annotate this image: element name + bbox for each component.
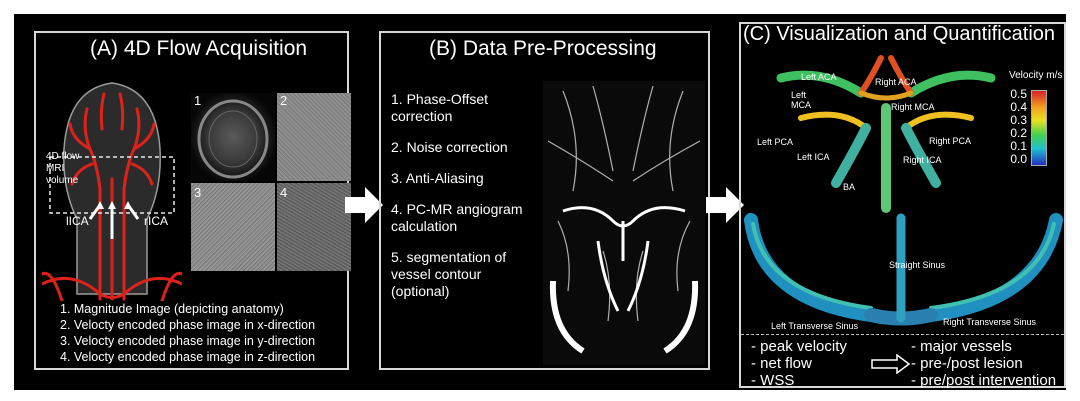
- panel-c: (C) Visualization and Quantification Vel…: [739, 22, 1066, 389]
- volume-label-line: MRI: [46, 163, 65, 174]
- list-item: 3. Velocty encoded phase image in y-dire…: [60, 334, 316, 348]
- label-left-transverse-sinus: Left Transverse Sinus: [771, 321, 859, 331]
- legend-tick: 0.4: [1010, 100, 1027, 114]
- legend-tick: 0.3: [1010, 113, 1027, 127]
- processing-steps: 1. Phase-Offset correction 2. Noise corr…: [391, 91, 523, 314]
- label-left-ica: Left ICA: [797, 152, 830, 162]
- step-line: 3. Anti-Aliasing: [391, 170, 484, 186]
- step-line: calculation: [391, 218, 458, 234]
- step-line: 2. Noise correction: [391, 139, 508, 155]
- label-right-pca: Right PCA: [929, 136, 972, 146]
- metric-item: - WSS: [751, 372, 795, 389]
- target-item: - pre-/post lesion: [911, 355, 1023, 372]
- metric-item: - peak velocity: [751, 338, 847, 355]
- phase-image-z: [277, 183, 351, 271]
- image-list: 1. Magnitude Image (depicting anatomy) 2…: [60, 301, 315, 365]
- panel-b: (B) Data Pre-Processing 1. Phase-Offset …: [379, 31, 710, 370]
- label-line: Left: [791, 90, 807, 100]
- panel-a: (A) 4D Flow Acquisition: [34, 31, 351, 370]
- magnitude-image: [191, 93, 275, 181]
- angiogram-image: [543, 81, 705, 365]
- velocity-colorbar: [1031, 90, 1047, 166]
- left-ica-label: lICA: [66, 214, 89, 228]
- list-item: 2. Velocty encoded phase image in x-dire…: [60, 318, 316, 332]
- sinus-flow-visualization: [744, 213, 1063, 326]
- image-number-2: 2: [280, 93, 288, 108]
- label-ba: BA: [843, 182, 856, 192]
- step-line: vessel contour: [391, 266, 482, 282]
- step-line: 4. PC-MR angiogram: [391, 201, 523, 217]
- step-item: 4. PC-MR angiogram calculation: [391, 201, 523, 235]
- phase-image-x: [277, 93, 351, 181]
- list-item: 4. Velocty encoded phase image in z-dire…: [60, 350, 316, 364]
- legend-tick: 0.5: [1010, 87, 1027, 101]
- head-vessel-illustration: [42, 82, 182, 301]
- step-line: 5. segmentation of: [391, 249, 507, 265]
- step-item: 5. segmentation of vessel contour (optio…: [391, 249, 523, 300]
- image-number-4: 4: [280, 185, 288, 200]
- label-right-transverse-sinus: Right Transverse Sinus: [943, 317, 1037, 327]
- label-left-mca: Left MCA: [791, 90, 811, 110]
- panel-c-title: (C) Visualization and Quantification: [743, 23, 1056, 45]
- volume-label-line: 4D flow: [46, 151, 80, 162]
- target-item: - pre/post intervention: [911, 372, 1057, 389]
- panel-b-title: (B) Data Pre-Processing: [429, 37, 657, 60]
- arrow-b-to-c: [706, 187, 744, 223]
- label-left-pca: Left PCA: [757, 137, 794, 147]
- arrow-a-to-b: [345, 187, 383, 223]
- targets-list: - major vessels - pre-/post lesion - pre…: [911, 338, 1056, 389]
- step-line: (optional): [391, 283, 450, 299]
- step-item: 1. Phase-Offset correction: [391, 91, 523, 125]
- volume-label-line: volume: [46, 175, 79, 186]
- metrics-list: - peak velocity - net flow - WSS: [751, 338, 847, 389]
- image-number-1: 1: [194, 93, 202, 108]
- step-item: 2. Noise correction: [391, 139, 523, 156]
- legend-title: Velocity m/s: [1009, 70, 1063, 81]
- label-right-mca: Right MCA: [891, 102, 935, 112]
- metrics-to-targets-arrow: [871, 354, 911, 374]
- phase-image-y: [191, 183, 275, 271]
- metric-item: - net flow: [751, 355, 812, 372]
- step-item: 3. Anti-Aliasing: [391, 170, 523, 187]
- panel-divider: [741, 334, 1064, 335]
- volume-label: 4D flow MRI volume: [46, 151, 79, 187]
- step-line: 1. Phase-Offset: [391, 91, 489, 107]
- legend-tick: 0.2: [1010, 126, 1027, 140]
- list-item: 1. Magnitude Image (depicting anatomy): [60, 302, 284, 316]
- label-line: MCA: [791, 100, 811, 110]
- label-straight-sinus: Straight Sinus: [889, 260, 946, 270]
- label-right-ica: Right ICA: [903, 155, 942, 165]
- legend-tick: 0.0: [1010, 152, 1027, 166]
- right-ica-label: rICA: [144, 214, 168, 228]
- target-item: - major vessels: [911, 338, 1012, 355]
- label-right-aca: Right ACA: [875, 77, 917, 87]
- step-line: correction: [391, 108, 453, 124]
- circle-of-willis-flow: [776, 55, 996, 213]
- legend-tick: 0.1: [1010, 139, 1027, 153]
- legend-ticks: 0.5 0.4 0.3 0.2 0.1 0.0: [1003, 88, 1027, 166]
- figure-canvas: (A) 4D Flow Acquisition: [14, 14, 1066, 390]
- image-number-3: 3: [194, 185, 202, 200]
- panel-a-title: (A) 4D Flow Acquisition: [90, 37, 308, 60]
- label-left-aca: Left ACA: [801, 72, 837, 82]
